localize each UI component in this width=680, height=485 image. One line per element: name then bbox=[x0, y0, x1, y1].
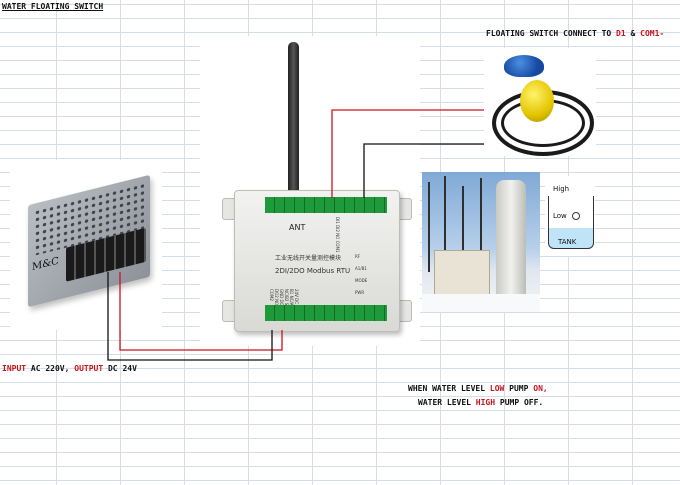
power-input-value: AC 220V, bbox=[26, 364, 75, 373]
module-chinese-title: 工业无线开关量测控模块 bbox=[275, 255, 342, 262]
pump-high-word: HIGH bbox=[475, 398, 496, 407]
terminal-label: DI1 bbox=[335, 217, 340, 224]
terminal-label: DO2 bbox=[274, 289, 279, 298]
float-caption-com: COM1- bbox=[640, 29, 665, 38]
float-caption-prefix: FLOATING SWITCH CONNECT TO bbox=[486, 29, 617, 38]
tree-icon bbox=[428, 182, 430, 272]
pump-caption-line1: WHEN WATER LEVEL LOW PUMP ON, bbox=[408, 384, 548, 393]
tank-low-label: Low bbox=[553, 212, 567, 220]
pump-caption-text: PUMP OFF. bbox=[495, 398, 544, 407]
terminal-label: GND bbox=[279, 289, 284, 299]
float-cap-icon bbox=[504, 55, 544, 77]
power-output-value: DC 24V bbox=[103, 364, 137, 373]
tree-icon bbox=[444, 176, 446, 272]
black-wire-float bbox=[363, 143, 484, 198]
terminal-label: NO bbox=[274, 299, 279, 306]
led-label: MODE bbox=[355, 278, 368, 283]
terminal-label: COM2 bbox=[269, 289, 274, 301]
pump-on-word: ON, bbox=[533, 384, 548, 393]
pump-low-word: LOW bbox=[489, 384, 505, 393]
power-caption: INPUT AC 220V, OUTPUT DC 24V bbox=[2, 364, 137, 373]
red-wire-power bbox=[119, 272, 283, 351]
tree-icon bbox=[462, 186, 464, 272]
terminal-label: DO1 bbox=[279, 299, 284, 309]
led-label: RF bbox=[355, 254, 361, 259]
power-input-word: INPUT bbox=[2, 364, 27, 373]
tank-vessel-icon bbox=[548, 196, 594, 249]
top-terminal-block bbox=[265, 197, 387, 213]
io-module: ANT 工业无线开关量测控模块 2DI/2DO Modbus RTU RF A1… bbox=[234, 190, 400, 332]
module-model-label: 2DI/2DO Modbus RTU bbox=[275, 267, 351, 275]
pump-house-icon bbox=[434, 250, 490, 298]
water-tower-icon bbox=[496, 180, 526, 298]
page-title: WATER FLOATING SWITCH bbox=[2, 2, 104, 11]
float-caption-mid: & bbox=[625, 29, 641, 38]
snow-ground bbox=[422, 294, 540, 312]
module-ant-label: ANT bbox=[289, 223, 306, 232]
red-wire-float bbox=[331, 109, 484, 198]
pump-caption-text: WATER LEVEL bbox=[418, 398, 476, 407]
power-output-word: OUTPUT bbox=[74, 364, 104, 373]
terminal-label: B1 bbox=[289, 289, 294, 295]
module-led-labels: RF A1/B1 MODE PWR bbox=[355, 251, 367, 299]
water-tower-photo bbox=[422, 172, 540, 312]
tree-icon bbox=[480, 178, 482, 272]
float-caption-d1: D1 bbox=[616, 29, 626, 38]
tank-label: TANK bbox=[558, 238, 577, 246]
float-level-icon bbox=[572, 212, 580, 220]
terminal-label: DI2 bbox=[335, 225, 340, 232]
pump-caption-text: WHEN WATER LEVEL bbox=[408, 384, 490, 393]
terminal-label: DC bbox=[294, 298, 299, 304]
antenna-icon bbox=[288, 42, 299, 212]
pump-caption-text: PUMP bbox=[504, 384, 534, 393]
led-label: A1/B1 bbox=[355, 266, 367, 271]
float-ball-icon bbox=[520, 80, 554, 122]
bottom-terminal-block bbox=[265, 305, 387, 321]
pump-caption-line2: WATER LEVEL HIGH PUMP OFF. bbox=[418, 398, 543, 407]
tank-high-label: High bbox=[553, 185, 570, 193]
terminal-label: NC/A2 bbox=[289, 295, 294, 308]
terminal-label: COM1 bbox=[335, 240, 340, 253]
top-terminal-labels: DI1 DI2 NO COM1 bbox=[335, 217, 340, 253]
terminal-label: NO bbox=[335, 233, 340, 240]
led-label: PWR bbox=[355, 290, 365, 295]
float-switch-caption: FLOATING SWITCH CONNECT TO D1 & COM1- bbox=[486, 29, 664, 38]
terminal-label: NC/B2 bbox=[284, 289, 289, 302]
terminal-label: 24V bbox=[294, 289, 299, 297]
black-wire-power bbox=[107, 272, 273, 361]
